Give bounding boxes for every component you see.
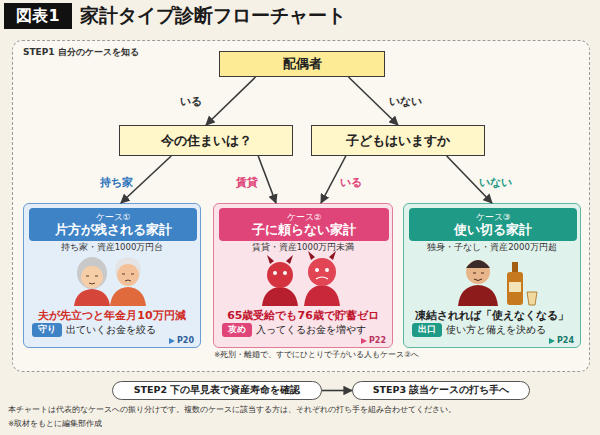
face [308,258,336,286]
step-text: STEP2 下の早見表で資産寿命を確認 [134,384,301,397]
step-heading: STEP1 自分のケースを知る [23,46,139,59]
bottle [507,272,523,305]
eye [325,268,329,272]
face-lines [473,273,484,281]
strategy-tag: 守り [32,323,62,337]
chart-note: 本チャートは代表的なケースへの振り分けです。複数のケースに該当する方は、それぞれ… [8,405,456,415]
branch-label: 持ち家 [100,174,133,189]
hair [77,257,107,289]
case-warning: 夫が先立つと年金月10万円減 [24,308,200,323]
elderly-couple-illustration [74,257,146,306]
figure-number: 図表1 [16,6,59,27]
horns [267,255,293,264]
case-title: 片方が残される家計 [55,222,172,238]
case-warning: 65歳受給でも76歳で貯蓄ゼロ [214,308,392,323]
body [458,285,498,306]
flow-arrow [348,77,398,125]
case-header: ケース①片方が残される家計 [29,208,197,241]
body [74,289,110,306]
branch-label: いる [340,174,362,189]
face [267,262,293,288]
step-box: STEP3 該当ケースの打ち手へ [352,381,530,400]
worried-figures-illustration [262,251,340,306]
bottle-neck [512,262,518,273]
strategy-word: 守り [38,324,56,336]
page-reference: P22 [361,336,386,345]
case-action: 出ていくお金を絞る [66,324,156,337]
case-title: 使い切る家計 [454,222,532,238]
body [262,287,298,306]
case-warning: 凍結されれば「使えなくなる」 [404,308,580,323]
flow-arrow [206,77,256,125]
step-panel: STEP1 自分のケースを知る配偶者今の住まいは？ 子どもはいますか持ち家・資産1… [12,40,590,372]
hair [466,260,490,268]
flow-arrow [447,156,492,203]
flow-arrow [121,156,171,203]
eye [315,268,319,272]
branch-label: 賃貸 [236,174,258,189]
strategy-tag: 出口 [412,323,442,337]
single-spender-illustration [458,260,537,306]
eye [273,271,277,275]
mouth [316,277,328,279]
case-subtitle: 独身・子なし・資産2000万円超 [404,242,580,254]
strategy-word: 出口 [418,324,436,336]
eye [283,271,287,275]
question-text: 今の住まいは？ [161,132,252,150]
case-title: 子に頼らない家計 [252,222,356,238]
face-lines [86,276,98,284]
case-box: 独身・子なし・資産2000万円超凍結されれば「使えなくなる」使い方と備えを決める… [403,203,581,348]
page-reference: P24 [549,336,574,345]
bottle-label [509,282,521,292]
footnote: ※死別・離婚で、すでにひとりで子がいる人もケース②へ [214,350,419,360]
case-number: ケース① [96,212,131,222]
source-note: ※取材をもとに編集部作成 [8,419,102,429]
case-header: ケース③使い切る家計 [409,208,577,241]
branch-label: いない [389,94,422,109]
face [466,260,490,284]
case-box: 持ち家・資産1000万円台夫が先立つと年金月10万円減出ていくお金を絞る P20 ケ… [23,203,201,348]
case-action: 入ってくるお金を増やす [256,324,366,337]
case-number: ケース③ [476,212,511,222]
case-box: 賃貸・資産1000万円未満 65歳受給でも76歳で貯蓄ゼロ入ってくるお金を増やすP… [213,203,393,348]
question-box: 配偶者 [219,51,385,77]
figure-number-box: 図表1 [4,3,72,29]
face [81,266,103,288]
question-text: 子どもはいますか [346,132,450,150]
case-subtitle: 持ち家・資産1000万円台 [24,242,200,254]
branch-label: いる [180,94,202,109]
face-lines [122,274,134,281]
horns [308,251,336,260]
glass [527,292,537,305]
case-header: ケース②子に頼らない家計 [219,208,389,241]
body [304,285,340,306]
case-action: 使い方と備えを決める [446,324,546,337]
strategy-tag: 攻め [222,323,252,337]
case-subtitle: 賃貸・資産1000万円未満 [214,242,392,254]
chart-title: 家計タイプ診断フローチャート [80,3,346,29]
flow-arrow [321,156,346,203]
body [110,287,146,306]
branch-label: いない [479,174,512,189]
step-text: STEP3 該当ケースの打ち手へ [373,384,510,397]
question-box: 今の住まいは？ [119,125,293,156]
page-reference: P20 [169,336,194,345]
flow-arrow [322,390,352,392]
question-text: 配偶者 [283,55,322,73]
flow-arrow [258,156,276,203]
face [117,264,139,286]
question-box: 子どもはいますか [311,125,485,156]
strategy-word: 攻め [228,324,246,336]
hair [115,257,141,283]
step-box: STEP2 下の早見表で資産寿命を確認 [112,381,322,400]
case-number: ケース② [287,212,322,222]
